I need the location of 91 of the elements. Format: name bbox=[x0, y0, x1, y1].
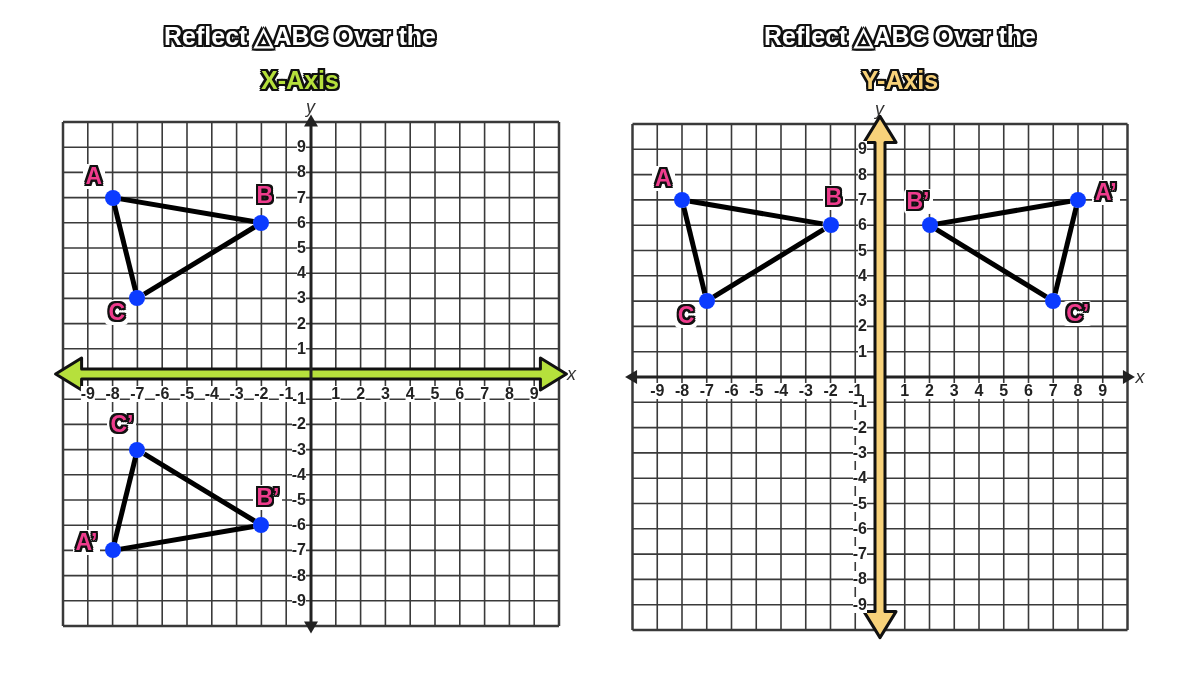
tick-label: -7 bbox=[852, 546, 867, 563]
tick-label: 5 bbox=[858, 242, 867, 259]
tick-label: -4 bbox=[852, 470, 867, 487]
tick-label: 1 bbox=[331, 386, 341, 402]
tick-label: 4 bbox=[405, 386, 415, 402]
axis-label: x bbox=[567, 365, 576, 383]
tick-label: 7 bbox=[1048, 383, 1058, 399]
tick-label: 9 bbox=[529, 386, 539, 402]
point-label: C’ bbox=[107, 411, 137, 437]
triangle-side bbox=[120, 524, 254, 552]
tick-label: 5 bbox=[297, 240, 306, 256]
axis-label: y bbox=[875, 100, 884, 118]
point-label: C’ bbox=[1063, 301, 1093, 327]
point-label: C bbox=[674, 303, 698, 329]
tick-label: -5 bbox=[749, 383, 764, 399]
tick-label: 7 bbox=[297, 189, 306, 206]
tick-label: 3 bbox=[949, 383, 959, 399]
triangle-side bbox=[120, 196, 254, 224]
tick-label: 4 bbox=[858, 267, 867, 284]
tick-label: 7 bbox=[480, 386, 490, 402]
tick-label: -9 bbox=[80, 386, 95, 402]
tick-label: 6 bbox=[455, 386, 465, 402]
point-label: A bbox=[82, 163, 106, 189]
point-label: A’ bbox=[72, 530, 101, 556]
tick-label: 2 bbox=[356, 386, 366, 402]
point-label: C bbox=[105, 300, 128, 326]
tick-label: 2 bbox=[297, 315, 306, 332]
tick-label: -8 bbox=[291, 567, 306, 584]
tick-label: -3 bbox=[291, 441, 306, 458]
tick-label: 6 bbox=[1024, 383, 1033, 399]
point-label: B bbox=[253, 182, 276, 208]
tick-label: 9 bbox=[1098, 383, 1108, 399]
tick-label: -6 bbox=[155, 386, 170, 402]
triangle-side bbox=[142, 224, 256, 297]
triangle-side bbox=[935, 227, 1048, 300]
triangle-side bbox=[142, 451, 256, 524]
tick-label: -4 bbox=[773, 383, 789, 399]
tick-label: -4 bbox=[291, 466, 306, 483]
heading: Reflect △ABC Over the bbox=[164, 22, 436, 51]
axis-label: x bbox=[1135, 368, 1145, 386]
tick-label: -7 bbox=[130, 386, 145, 402]
tick-label: -5 bbox=[852, 495, 867, 512]
tick-label: -2 bbox=[823, 383, 838, 399]
tick-label: -3 bbox=[798, 383, 813, 399]
tick-label: 5 bbox=[430, 386, 440, 402]
triangle-side bbox=[1052, 207, 1079, 294]
tick-label: -3 bbox=[852, 444, 867, 461]
tick-label: 8 bbox=[858, 166, 867, 183]
tick-label: 5 bbox=[999, 383, 1009, 399]
point-label: B’ bbox=[253, 485, 283, 511]
tick-label: -4 bbox=[204, 386, 219, 402]
tick-label: -1 bbox=[848, 383, 863, 399]
triangle-side bbox=[937, 198, 1071, 227]
tick-label: 8 bbox=[1073, 383, 1083, 399]
heading: Y-Axis bbox=[861, 66, 939, 95]
axis-label: y bbox=[306, 98, 315, 116]
tick-label: -9 bbox=[650, 383, 665, 399]
tick-label: -6 bbox=[852, 520, 867, 537]
tick-label: -2 bbox=[254, 386, 269, 402]
tick-label: -6 bbox=[724, 383, 739, 399]
heading: X-Axis bbox=[261, 66, 339, 95]
tick-label: 2 bbox=[925, 383, 934, 399]
tick-label: 4 bbox=[974, 383, 984, 399]
tick-label: -8 bbox=[105, 386, 120, 402]
point-label: A’ bbox=[1092, 179, 1120, 205]
tick-label: -8 bbox=[674, 383, 690, 399]
tick-label: -2 bbox=[852, 419, 867, 436]
tick-label: 6 bbox=[297, 214, 306, 231]
tick-label: 7 bbox=[858, 191, 867, 208]
tick-label: 1 bbox=[858, 343, 867, 360]
tick-label: -1 bbox=[279, 386, 294, 402]
tick-label: 3 bbox=[380, 386, 390, 402]
heading: Reflect △ABC Over the bbox=[764, 22, 1036, 51]
tick-label: 1 bbox=[297, 340, 306, 357]
triangle-side bbox=[112, 204, 138, 292]
tick-label: 1 bbox=[900, 383, 910, 399]
triangle-side bbox=[681, 207, 708, 294]
tick-label: -9 bbox=[852, 596, 867, 613]
point-label: B bbox=[822, 185, 846, 211]
tick-label: -7 bbox=[699, 383, 714, 399]
triangle-side bbox=[689, 198, 823, 227]
tick-label: -8 bbox=[852, 571, 867, 588]
tick-label: 8 bbox=[504, 386, 514, 402]
point-label: B’ bbox=[903, 189, 933, 215]
tick-label: -3 bbox=[229, 386, 244, 402]
point-label: A bbox=[652, 165, 675, 191]
triangle-side bbox=[112, 456, 138, 544]
triangle-side bbox=[712, 227, 825, 300]
tick-label: -9 bbox=[291, 592, 306, 609]
tick-label: -5 bbox=[291, 492, 306, 508]
tick-label: -5 bbox=[179, 386, 195, 402]
